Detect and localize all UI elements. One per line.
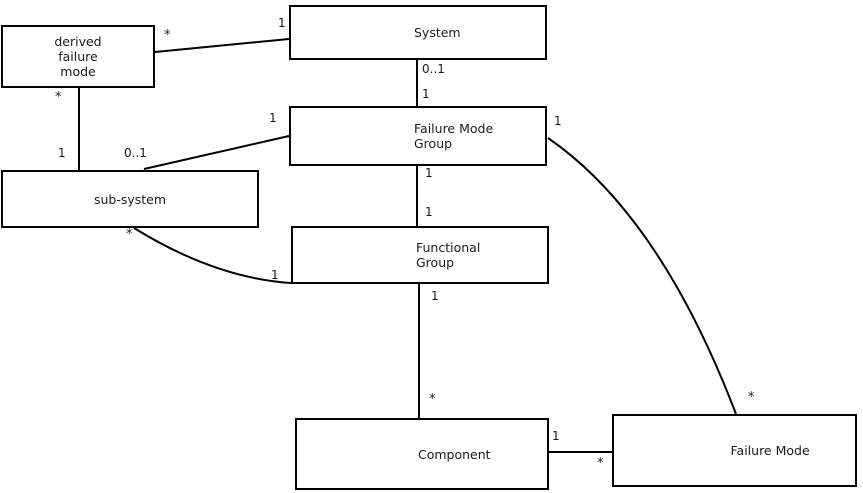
multiplicity-m-dfm-to-subsystem-top: *: [55, 90, 62, 105]
multiplicity-m-dfm-to-subsystem-bot: 1: [58, 146, 66, 160]
class-label-failure-mode-group: Failure Mode Group: [414, 121, 494, 151]
edge-derived-failure-mode-to-system: [154, 38, 290, 53]
multiplicity-m-system-to-fmg-bot: 1: [422, 87, 430, 101]
class-box-sub-system[interactable]: sub-system: [1, 170, 259, 228]
class-label-component: Component: [418, 446, 491, 462]
class-box-failure-mode-group[interactable]: Failure Mode Group: [289, 106, 547, 166]
edge-sub-system-to-functional-group: [133, 227, 292, 284]
class-label-derived-failure-mode: derived failure mode: [54, 34, 102, 79]
class-box-functional-group[interactable]: Functional Group: [291, 226, 549, 284]
class-box-system[interactable]: System: [289, 5, 547, 60]
multiplicity-m-fg-to-component-bot: *: [429, 392, 436, 407]
multiplicity-m-component-to-fm-src: 1: [552, 429, 560, 443]
multiplicity-m-subsystem-to-fg-src: *: [126, 227, 133, 242]
multiplicity-m-fmg-to-fg-bot: 1: [425, 205, 433, 219]
multiplicity-m-dfm-to-system-source: *: [164, 28, 171, 43]
multiplicity-m-system-to-fmg-top: 0..1: [422, 62, 445, 76]
multiplicity-m-fmg-to-fg-top: 1: [425, 166, 433, 180]
multiplicity-m-component-to-fm-tgt: *: [597, 456, 604, 471]
multiplicity-m-fmg-to-fm-src: 1: [554, 114, 562, 128]
multiplicity-m-subsystem-to-fg-tgt: 1: [271, 268, 279, 282]
edge-failure-mode-group-to-failure-mode: [547, 137, 737, 415]
class-label-system: System: [414, 25, 461, 40]
multiplicity-m-subsystem-to-fmg-src: 0..1: [124, 146, 147, 160]
multiplicity-m-dfm-to-system-target: 1: [278, 16, 286, 30]
edge-sub-system-to-failure-mode-group: [143, 135, 290, 170]
multiplicity-m-fg-to-component-top: 1: [431, 289, 439, 303]
multiplicity-m-subsystem-to-fmg-tgt: 1: [269, 111, 277, 125]
class-label-sub-system: sub-system: [93, 191, 167, 207]
class-box-component[interactable]: Component: [295, 418, 549, 490]
class-label-failure-mode: Failure Mode: [730, 443, 810, 458]
class-label-functional-group: Functional Group: [416, 240, 481, 270]
class-box-failure-mode[interactable]: Failure Mode: [612, 414, 857, 487]
multiplicity-m-fmg-to-fm-tgt: *: [748, 390, 755, 405]
class-box-derived-failure-mode[interactable]: derived failure mode: [1, 25, 155, 88]
